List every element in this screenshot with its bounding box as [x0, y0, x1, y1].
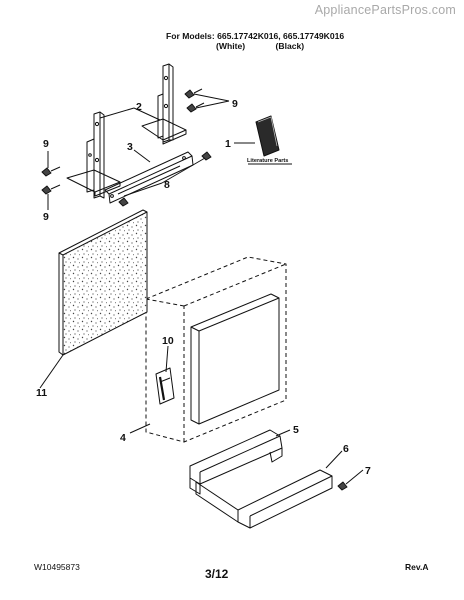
callout-11: 11	[36, 387, 47, 399]
sound-insulation-panel	[58, 209, 148, 356]
screw-left-upper	[41, 166, 61, 177]
callout-4: 4	[120, 432, 126, 444]
watermark: AppliancePartsPros.com	[314, 3, 456, 17]
callout-6: 6	[343, 443, 349, 455]
callout-8: 8	[164, 179, 170, 191]
callout-9-right: 9	[232, 98, 238, 110]
callout-7: 7	[365, 465, 371, 477]
toe-kick-lower	[195, 469, 333, 529]
callout-10: 10	[162, 335, 174, 347]
color-white: (White)	[216, 41, 246, 51]
document-number: W10495873	[34, 562, 80, 572]
toe-kick-upper	[189, 429, 283, 495]
page-number: 3/12	[205, 567, 229, 581]
callout-9-lower-left: 9	[43, 211, 49, 223]
screw-upper-right-2	[184, 88, 203, 99]
door-label-part	[155, 367, 175, 405]
literature-parts-label: Literature Parts	[247, 158, 288, 164]
callout-3: 3	[127, 141, 133, 153]
mounting-rail	[104, 151, 194, 204]
right-mounting-bracket	[141, 63, 187, 145]
screw-upper-right-1	[186, 102, 205, 113]
leader-lines	[39, 93, 364, 485]
color-black: (Black)	[275, 41, 305, 51]
toe-kick-screw	[337, 481, 348, 491]
revision-label: Rev.A	[405, 562, 429, 572]
callout-9-upper-left: 9	[43, 138, 49, 150]
left-mounting-bracket	[66, 111, 121, 199]
door-panel	[190, 293, 280, 425]
model-colors: (White) (Black)	[166, 41, 344, 51]
literature-booklet	[255, 115, 280, 157]
door-assembly-outline	[145, 256, 287, 443]
screw-left-lower	[41, 184, 61, 195]
callout-5: 5	[293, 424, 299, 436]
callout-2: 2	[136, 101, 142, 113]
models-line: For Models: 665.17742K016, 665.17749K016	[166, 31, 345, 41]
callout-1: 1	[225, 138, 231, 150]
screw-rail-front	[118, 197, 129, 207]
model-header: For Models: 665.17742K016, 665.17749K016…	[166, 31, 344, 51]
